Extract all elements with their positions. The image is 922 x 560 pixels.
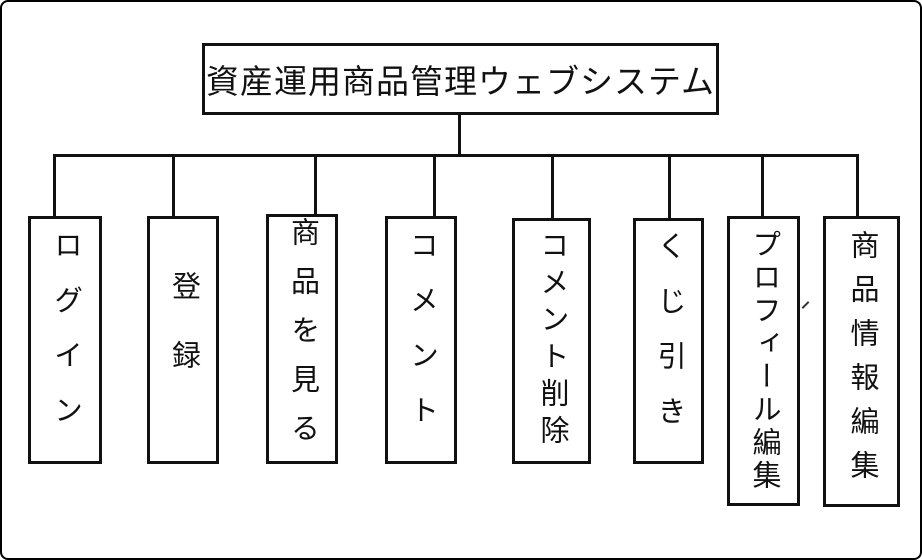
connector-drop-3 [314, 154, 317, 214]
node-lottery: くじ引き [633, 218, 704, 464]
root-node-label: 資産運用商品管理ウェブシステム [205, 65, 715, 101]
node-view-products: 商品を見る [266, 214, 338, 464]
node-comment-delete-label: コメント削除 [536, 230, 568, 452]
node-product-info-edit: 商品情報編集 [823, 216, 900, 507]
stray-tick-mark [801, 301, 810, 309]
node-comment-label: コメント [405, 230, 438, 450]
connector-drop-2 [172, 154, 175, 216]
connector-drop-7 [761, 154, 764, 216]
node-profile-edit-label: プロフィール編集 [748, 229, 780, 493]
connector-trunk [458, 115, 461, 156]
connector-bus [53, 154, 859, 157]
connector-drop-1 [53, 154, 56, 216]
node-lottery-label: くじ引き [653, 231, 685, 451]
connector-drop-6 [668, 154, 671, 218]
connector-drop-4 [433, 154, 436, 216]
node-product-info-edit-label: 商品情報編集 [846, 229, 878, 494]
node-register-label: 登録 [167, 271, 200, 409]
node-login: ログイン [28, 216, 102, 464]
node-view-products-label: 商品を見る [286, 216, 319, 462]
root-node-title: 資産運用商品管理ウェブシステム [202, 43, 719, 115]
node-comment: コメント [385, 216, 457, 464]
node-profile-edit: プロフィール編集 [727, 216, 800, 506]
connector-drop-8 [856, 154, 859, 216]
node-login-label: ログイン [49, 230, 82, 450]
connector-drop-5 [551, 154, 554, 218]
node-register: 登録 [147, 216, 219, 464]
node-comment-delete: コメント削除 [512, 218, 591, 464]
